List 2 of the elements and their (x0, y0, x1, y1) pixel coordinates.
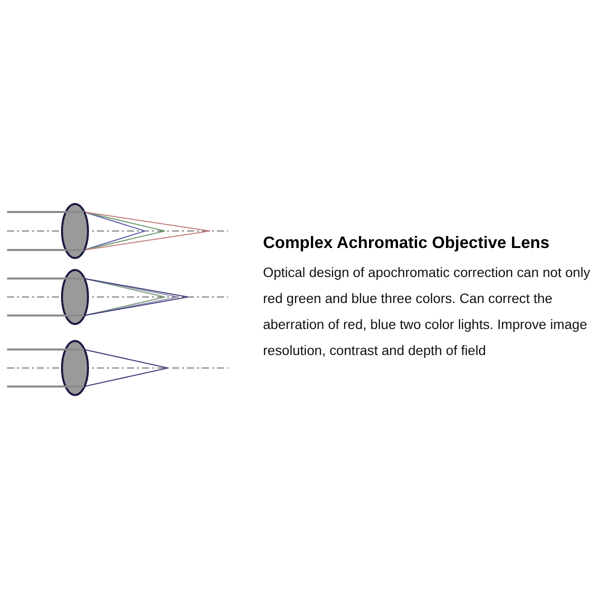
description-paragraph: Optical design of apochromatic correction can not only red green and blue three colors. Can correct the aberration of red, blue two color lights. Improve image resolution, contrast and depth of field (263, 264, 592, 360)
title: Complex Achromatic Objective Lens (263, 234, 550, 253)
